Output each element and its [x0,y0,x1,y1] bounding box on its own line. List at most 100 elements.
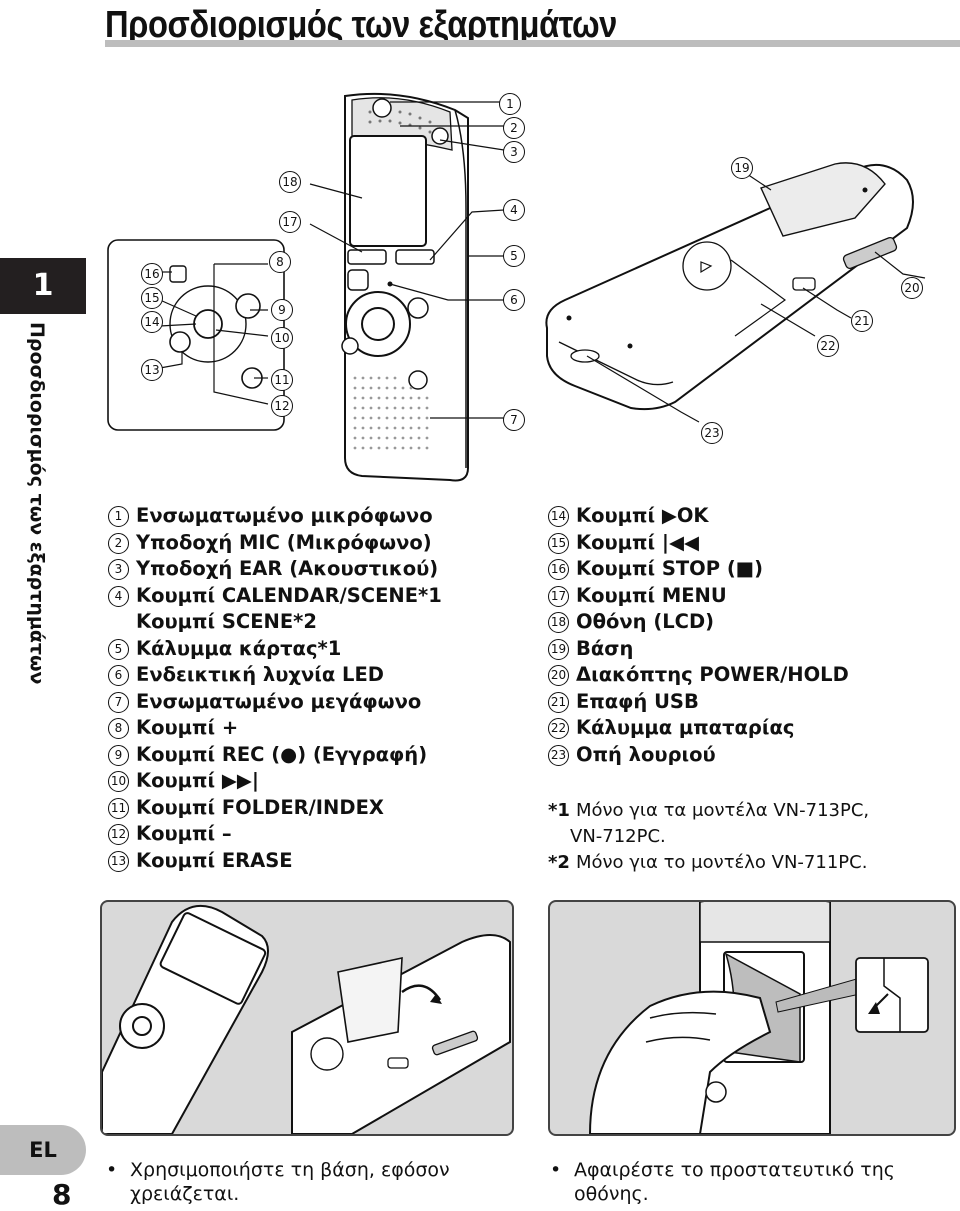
part-number-badge: 5 [108,638,129,660]
callout-badge: 15 [141,287,163,309]
part-number-badge: 18 [548,612,569,633]
part-label: Κουμπί ▶▶| [136,769,259,792]
part-label: Ενσωματωμένο μικρόφωνο [136,504,433,527]
part-number-badge: 2 [108,532,129,554]
part-item: 7 Ενσωματωμένο μεγάφωνο [108,689,442,716]
part-item: 3 Υποδοχή EAR (Ακουστικού) [108,556,442,583]
callout-badge: 5 [503,245,525,267]
part-label: Κουμπί ERASE [136,848,293,872]
caption-line: Χρησιμοποιήστε τη βάση, εφόσον [130,1159,450,1181]
side-chapter-label: Προσδιορισμός των εξαρτημάτων [26,322,48,685]
part-label: Κουμπί SCENE*2 [136,610,317,633]
part-number-badge: 13 [108,850,129,872]
callout-badge: 10 [271,327,293,349]
part-label: Υποδοχή EAR (Ακουστικού) [136,557,439,580]
part-item: 4 Κουμπί CALENDAR/SCENE*1 [108,583,442,610]
callout-badge: 21 [851,310,873,332]
part-label: Κουμπί |◀◀ [576,530,699,554]
caption-line: Αφαιρέστε το προστατευτικό της οθόνης. [574,1159,895,1205]
callout-badge: 22 [817,335,839,357]
caption-stand: • Χρησιμοποιήστε τη βάση, εφόσον χρειάζε… [106,1158,450,1206]
chapter-number: 1 [0,258,86,314]
part-item: 6 Ενδεικτική λυχνία LED [108,662,442,689]
part-item: 20 Διακόπτης POWER/HOLD [548,662,849,689]
callout-badge: 1 [499,93,521,115]
part-number-badge: 8 [108,718,129,739]
part-number-badge: 22 [548,718,569,739]
part-label: Κάλυμμα κάρτας*1 [136,636,342,660]
callout-badge: 14 [141,311,163,333]
footnote-text: Μόνο για το μοντέλο VN-711PC. [575,852,868,873]
part-label: Κουμπί CALENDAR/SCENE*1 [136,583,442,607]
callout-badge: 13 [141,359,163,381]
recorder-back-illustration [545,162,926,423]
callout-badge: 2 [503,117,525,139]
language-tab: EL [0,1125,86,1175]
part-item: 18 Οθόνη (LCD) [548,609,849,636]
photo-remove-screen-film [548,900,956,1136]
callout-badge: 6 [503,289,525,311]
part-item: 23 Οπή λουριού [548,742,849,769]
callout-badge: 23 [701,422,723,444]
part-label: Κουμπί FOLDER/INDEX [136,795,384,819]
part-number-badge: 19 [548,638,569,660]
page-number: 8 [52,1178,72,1211]
part-item: 2 Υποδοχή MIC (Μικρόφωνο) [108,530,442,557]
callout-badge: 19 [731,157,753,179]
footnote-text: Μόνο για τα μοντέλα VN-713PC, [575,800,870,821]
part-number-badge: 10 [108,771,129,792]
part-label: Ενσωματωμένο μεγάφωνο [136,689,422,713]
part-number-badge: 1 [108,506,129,527]
part-number-badge: 15 [548,532,569,554]
page-title: Προσδιορισμός των εξαρτημάτων [105,4,617,46]
part-label: Κουμπί – [136,822,232,845]
part-item: 10 Κουμπί ▶▶| [108,768,442,795]
part-item: 12 Κουμπί – [108,821,442,848]
part-item: 9 Κουμπί REC (●) (Εγγραφή) [108,742,442,769]
part-item: Κουμπί SCENE*2 [108,609,442,636]
callout-badge: 16 [141,263,163,285]
remove-film-drawing [588,902,929,1134]
part-label: Κάλυμμα μπαταρίας [576,716,795,739]
part-label: Υποδοχή MIC (Μικρόφωνο) [136,530,432,554]
callout-badge: 17 [279,211,301,233]
part-number-badge: 12 [108,824,129,845]
part-item: 22 Κάλυμμα μπαταρίας [548,715,849,742]
part-label: Κουμπί STOP (■) [576,557,764,580]
part-label: Κουμπί ▶OK [576,504,709,527]
part-label: Κουμπί REC (●) (Εγγραφή) [136,742,428,766]
part-number-badge: 3 [108,559,129,580]
part-label: Ενδεικτική λυχνία LED [136,663,384,686]
part-label: Οθόνη (LCD) [576,610,715,633]
bullet: • [106,1159,118,1181]
part-number-badge: 4 [108,585,129,607]
part-number-badge: 14 [548,506,569,527]
part-number-badge: 20 [548,665,569,686]
callout-badge: 4 [503,199,525,221]
parts-list-left: 1 Ενσωματωμένο μικρόφωνο 2 Υποδοχή MIC (Μικ… [108,503,442,874]
callout-badge: 18 [279,171,301,193]
part-item: 13 Κουμπί ERASE [108,848,442,875]
title-rule [105,40,960,47]
bullet: • [550,1159,562,1181]
part-number-badge: 9 [108,744,129,766]
callout-badge: 7 [503,409,525,431]
part-label: Οπή λουριού [576,742,716,766]
part-number-badge: 7 [108,691,129,713]
part-number-badge: 23 [548,744,569,766]
callout-badge: 12 [271,395,293,417]
part-number-badge: 6 [108,665,129,686]
part-item: 14 Κουμπί ▶OK [548,503,849,530]
callout-badge: 11 [271,369,293,391]
part-label: Διακόπτης POWER/HOLD [576,663,849,686]
callout-badge: 9 [271,299,293,321]
photo-stand-usage [100,900,514,1136]
callout-badge: 3 [503,141,525,163]
